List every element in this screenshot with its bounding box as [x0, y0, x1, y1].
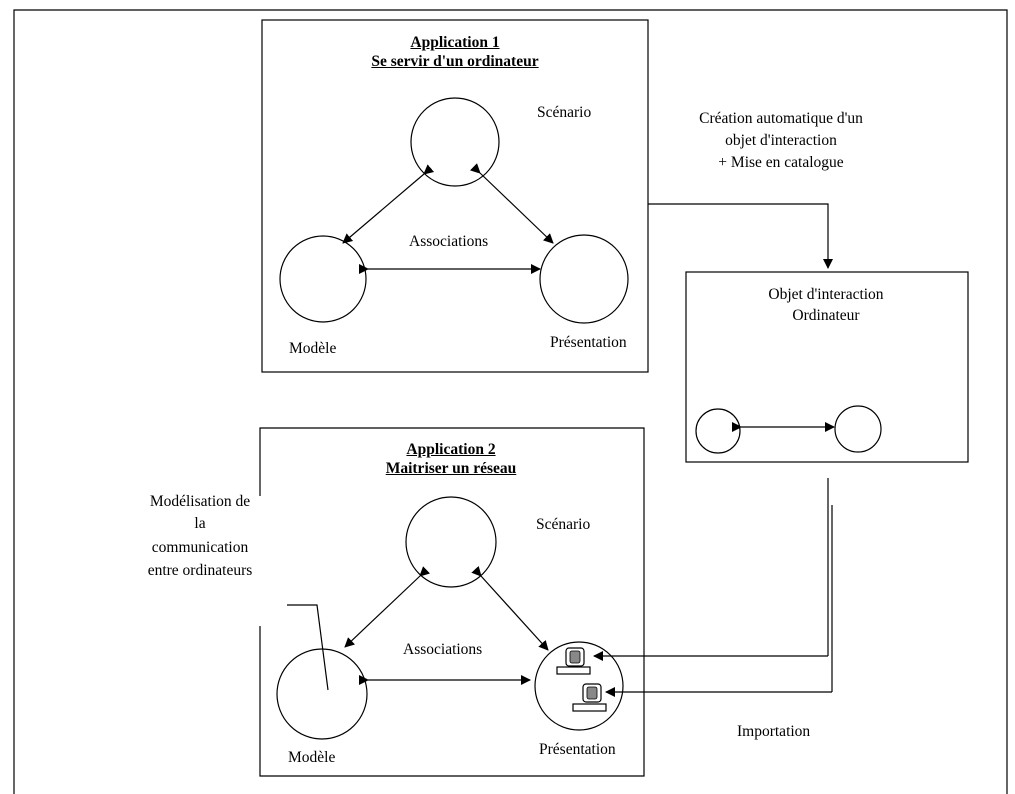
app1-subtitle: Se servir d'un ordinateur [371, 53, 539, 70]
app1-scenario-label: Scénario [537, 104, 592, 121]
app1-presentation-circle [539, 234, 629, 324]
importation-label: Importation [737, 723, 811, 740]
app1-modele-circle [279, 235, 367, 323]
note-line2: la [194, 515, 206, 532]
app1-modele-label: Modèle [289, 340, 337, 357]
creation-label-line1: Création automatique d'un [699, 110, 863, 127]
app2-arrow-scenario-modele [344, 566, 430, 648]
app2-modele-label: Modèle [288, 749, 336, 766]
app2-modele-circle [276, 648, 368, 740]
computer-icon-bottom [572, 683, 607, 712]
note-pointer-line [287, 604, 329, 691]
app2-subtitle: Maitriser un réseau [385, 460, 517, 477]
app1-presentation-label: Présentation [550, 334, 627, 351]
app1-arrow-scenario-presentation [470, 163, 554, 244]
application-2-box [259, 427, 645, 777]
note-line3: communication [151, 539, 249, 556]
page-frame [13, 9, 1008, 794]
objet-interaction-box [685, 271, 969, 463]
app1-arrow-scenario-modele [342, 164, 435, 244]
app1-scenario-circle [410, 97, 500, 187]
app1-title: Application 1 [410, 34, 500, 51]
objet-left-circle [695, 408, 741, 454]
app2-scenario-label: Scénario [536, 516, 591, 533]
creation-label-line3: + Mise en catalogue [718, 154, 844, 171]
computer-icon-top [556, 647, 591, 675]
app2-scenario-circle [405, 496, 497, 588]
app2-presentation-label: Présentation [539, 741, 616, 758]
objet-title-line2: Ordinateur [792, 307, 860, 324]
app2-associations-label: Associations [403, 641, 483, 658]
objet-title-line1: Objet d'interaction [768, 286, 884, 303]
app2-title: Application 2 [406, 441, 496, 458]
application-1-box [261, 19, 649, 373]
note-line4: entre ordinateurs [147, 562, 253, 579]
creation-connector-arrow [648, 203, 833, 269]
app1-associations-label: Associations [409, 233, 489, 250]
app2-arrow-scenario-presentation [471, 565, 549, 651]
note-line1: Modélisation de [149, 493, 251, 510]
objet-right-circle [834, 405, 882, 453]
creation-label-line2: objet d'interaction [725, 132, 837, 149]
